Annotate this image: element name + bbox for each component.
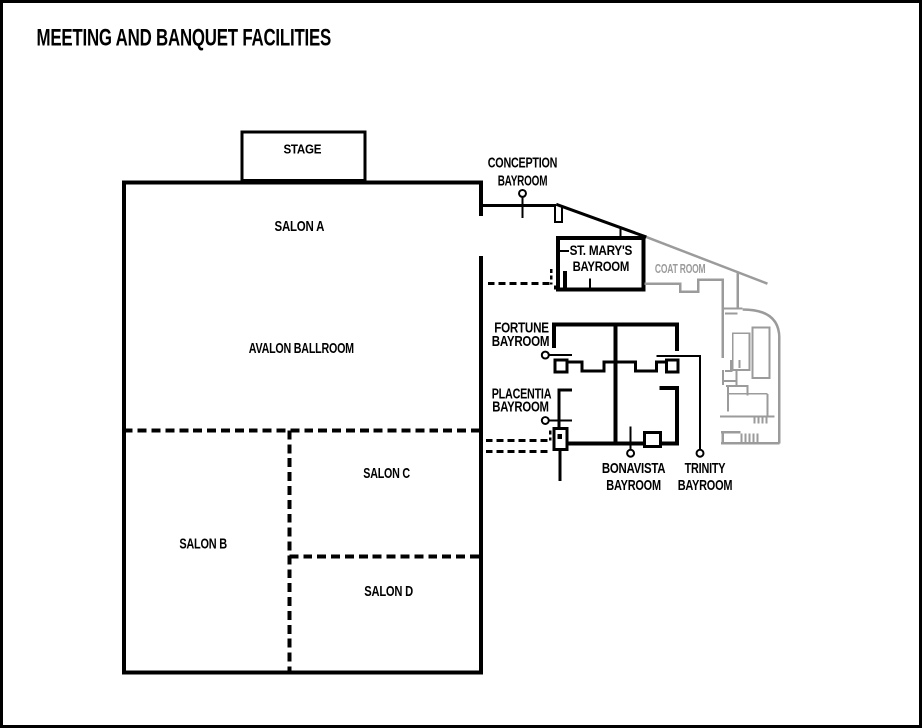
bonavista-jamb <box>659 385 680 444</box>
label-fortune-line2: BAYROOM <box>492 334 550 350</box>
label-conception-line1: CONCEPTION <box>488 156 557 172</box>
fortune-door-marker <box>540 350 550 360</box>
shaft-top-detail <box>724 360 741 372</box>
operable-partition <box>567 360 667 373</box>
bottom-wall-box <box>642 430 662 448</box>
elevator-shaft-2 <box>751 326 771 379</box>
vestibule-dot <box>557 433 563 439</box>
label-conception-line2: BAYROOM <box>498 173 548 189</box>
label-trinity-line2: BAYROOM <box>678 478 733 494</box>
diagonal-wall-gray <box>646 235 768 285</box>
stage-area <box>240 130 367 183</box>
label-salon-a: SALON A <box>275 219 325 235</box>
lobby-bottom-wall <box>720 431 780 445</box>
lobby-gray-walls <box>644 235 781 445</box>
partition-dashed-lines <box>123 428 481 673</box>
stage-outline <box>240 130 367 183</box>
meeting-rooms-walls <box>485 322 680 482</box>
label-salon-d: SALON D <box>364 584 413 600</box>
label-trinity-line1: TRINITY <box>685 461 726 477</box>
stair-landing <box>719 384 775 418</box>
label-placentia-line1: PLACENTIA <box>492 387 552 403</box>
trinity-door-marker <box>695 448 705 458</box>
label-fortune-line1: FORTUNE <box>494 320 549 336</box>
floor-plan-drawing: MEETING AND BANQUET FACILITIES STAGE SAL… <box>37 25 781 675</box>
conception-area-walls <box>478 202 647 286</box>
trinity-leader-line <box>656 355 702 450</box>
partition-panel-right <box>664 358 680 374</box>
ballroom-walls <box>121 180 483 675</box>
label-salon-c: SALON C <box>363 466 410 482</box>
page-title: MEETING AND BANQUET FACILITIES <box>37 25 332 52</box>
door-leaders <box>518 188 705 458</box>
st-marys-outline <box>556 236 646 292</box>
lobby-upper-ledge <box>722 307 743 315</box>
elevator-shaft-1 <box>731 332 751 371</box>
stair-treads-bottom <box>740 433 759 443</box>
lobby-corner-arc <box>742 308 781 339</box>
partition-panel-left <box>553 358 569 374</box>
label-st-marys-line2: BAYROOM <box>573 258 630 274</box>
labels: MEETING AND BANQUET FACILITIES STAGE SAL… <box>37 25 733 600</box>
label-avalon-ballroom: AVALON BALLROOM <box>249 341 354 357</box>
label-placentia-line2: BAYROOM <box>492 400 549 416</box>
conception-door-marker <box>518 188 527 198</box>
label-salon-b: SALON B <box>179 536 227 552</box>
stair-treads-mid <box>753 416 768 424</box>
label-coat-room: COAT ROOM <box>655 261 706 276</box>
lobby-door-stubs <box>721 369 738 385</box>
bonavista-door-marker <box>626 448 636 458</box>
label-stage: STAGE <box>283 142 321 157</box>
door-pocket-stub <box>554 205 564 224</box>
label-bonavista-line2: BAYROOM <box>606 478 661 494</box>
coat-room-wall <box>644 278 725 359</box>
st-marys-room <box>554 236 646 292</box>
placentia-door-marker <box>540 416 550 425</box>
placentia-jamb <box>557 388 573 429</box>
label-bonavista-line1: BONAVISTA <box>602 461 666 477</box>
label-st-marys-line1: ST. MARY'S <box>570 242 633 258</box>
diagonal-wall-black <box>555 202 647 239</box>
